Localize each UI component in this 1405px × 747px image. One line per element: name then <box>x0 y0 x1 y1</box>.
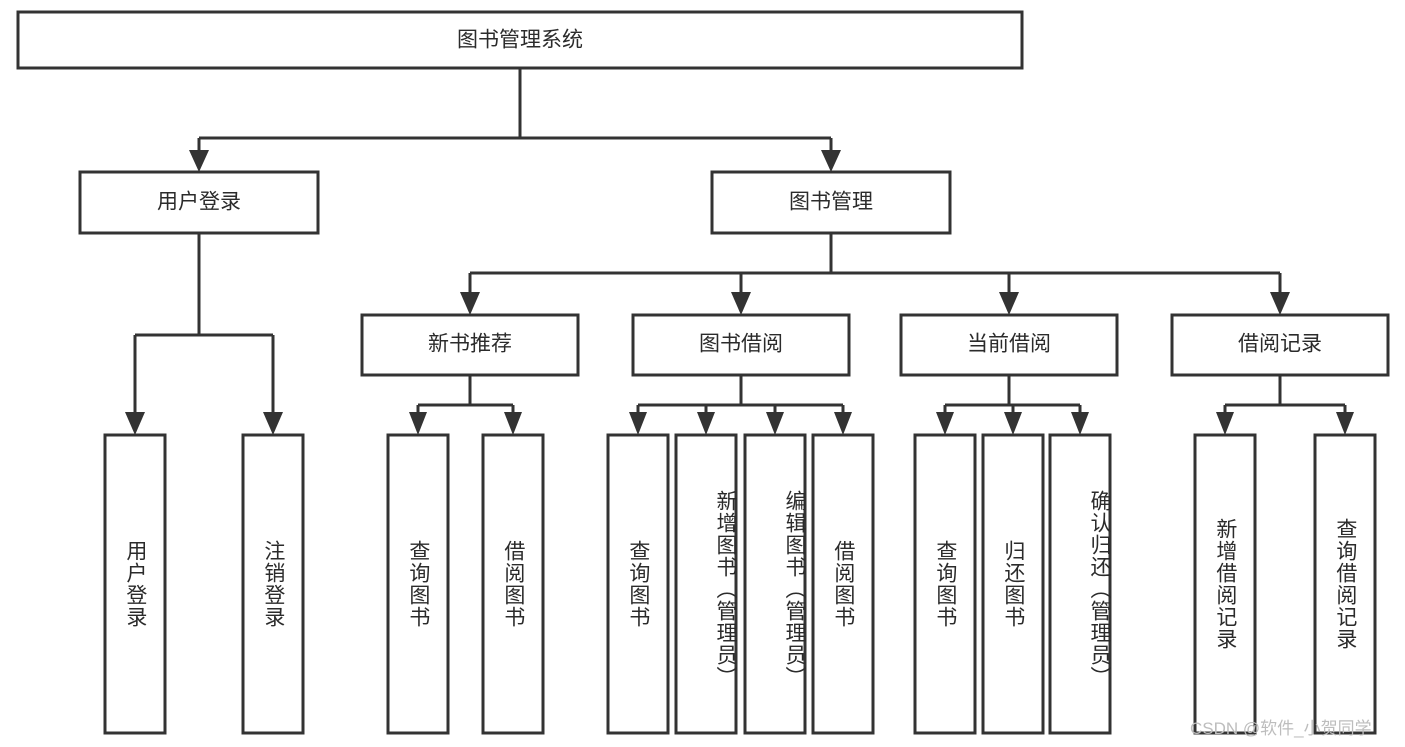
arrow-record-l2 <box>1336 412 1354 435</box>
node-book-management[interactable]: 图书管理 <box>710 170 952 235</box>
connector-user-login-to-leaves <box>125 233 283 435</box>
leaf-box-query-book-new[interactable] <box>386 433 450 735</box>
node-root-label: 图书管理系统 <box>457 29 583 52</box>
node-borrow-record-label: 借阅记录 <box>1238 333 1322 356</box>
node-current-borrow-box[interactable] <box>899 313 1119 377</box>
arrow-borrow-l2 <box>697 412 715 435</box>
node-root-box[interactable] <box>16 10 1024 70</box>
node-current-borrow[interactable]: 当前借阅 <box>899 313 1119 377</box>
node-current-borrow-label: 当前借阅 <box>967 333 1051 356</box>
node-borrow-record-box[interactable] <box>1170 313 1390 377</box>
leaf-box-query-book-borrow[interactable] <box>606 433 670 735</box>
arrow-borrow-l1 <box>629 412 647 435</box>
node-new-book-recommend[interactable]: 新书推荐 <box>360 313 580 377</box>
csdn-watermark: CSDN @软件_小贺同学 <box>1190 719 1372 738</box>
arrow-to-borrow <box>731 292 751 315</box>
arrow-new-book-l1 <box>409 412 427 435</box>
connector-borrow-record-to-leaves <box>1216 375 1354 435</box>
node-book-borrow-label: 图书借阅 <box>699 333 783 356</box>
node-root[interactable]: 图书管理系统 <box>16 10 1024 70</box>
node-book-borrow-box[interactable] <box>631 313 851 377</box>
node-book-management-label: 图书管理 <box>789 191 873 214</box>
arrow-borrow-l4 <box>834 412 852 435</box>
arrow-user-login-l2 <box>263 412 283 435</box>
arrow-borrow-l3 <box>766 412 784 435</box>
arrow-to-new-book <box>460 292 480 315</box>
connector-current-borrow-to-leaves <box>936 375 1089 435</box>
connector-borrow-to-leaves <box>629 375 852 435</box>
connector-root-to-level2 <box>189 68 841 172</box>
node-book-management-box[interactable] <box>710 170 952 235</box>
connector-book-mgmt-to-level3 <box>460 233 1290 315</box>
leaf-box-query-borrow-record[interactable] <box>1313 433 1377 735</box>
node-user-login-label: 用户登录 <box>157 191 241 214</box>
leaf-box-edit-book-admin[interactable] <box>743 433 807 735</box>
leaf-box-return-book[interactable] <box>981 433 1045 735</box>
leaf-box-add-book-admin[interactable] <box>674 433 738 735</box>
arrow-user-login-l1 <box>125 412 145 435</box>
leaf-box-add-borrow-record[interactable] <box>1193 433 1257 735</box>
node-user-login-box[interactable] <box>78 170 320 235</box>
leaf-box-user-login[interactable] <box>103 433 167 735</box>
arrow-to-user-login <box>189 150 209 172</box>
leaf-box-borrow-book-new[interactable] <box>481 433 545 735</box>
arrow-current-l1 <box>936 412 954 435</box>
arrow-current-l3 <box>1071 412 1089 435</box>
node-user-login[interactable]: 用户登录 <box>78 170 320 235</box>
arrow-to-book-mgmt <box>821 150 841 172</box>
leaf-box-logout[interactable] <box>241 433 305 735</box>
leaf-box-confirm-return-admin[interactable] <box>1048 433 1112 735</box>
node-new-book-recommend-box[interactable] <box>360 313 580 377</box>
arrow-current-l2 <box>1004 412 1022 435</box>
node-borrow-record[interactable]: 借阅记录 <box>1170 313 1390 377</box>
node-new-book-recommend-label: 新书推荐 <box>428 333 512 356</box>
arrow-to-borrow-record <box>1270 292 1290 315</box>
connector-new-book-to-leaves <box>409 375 522 435</box>
arrow-record-l1 <box>1216 412 1234 435</box>
node-book-borrow[interactable]: 图书借阅 <box>631 313 851 377</box>
arrow-new-book-l2 <box>504 412 522 435</box>
arrow-to-current-borrow <box>999 292 1019 315</box>
leaf-box-query-book-current[interactable] <box>913 433 977 735</box>
leaf-box-borrow-book[interactable] <box>811 433 875 735</box>
